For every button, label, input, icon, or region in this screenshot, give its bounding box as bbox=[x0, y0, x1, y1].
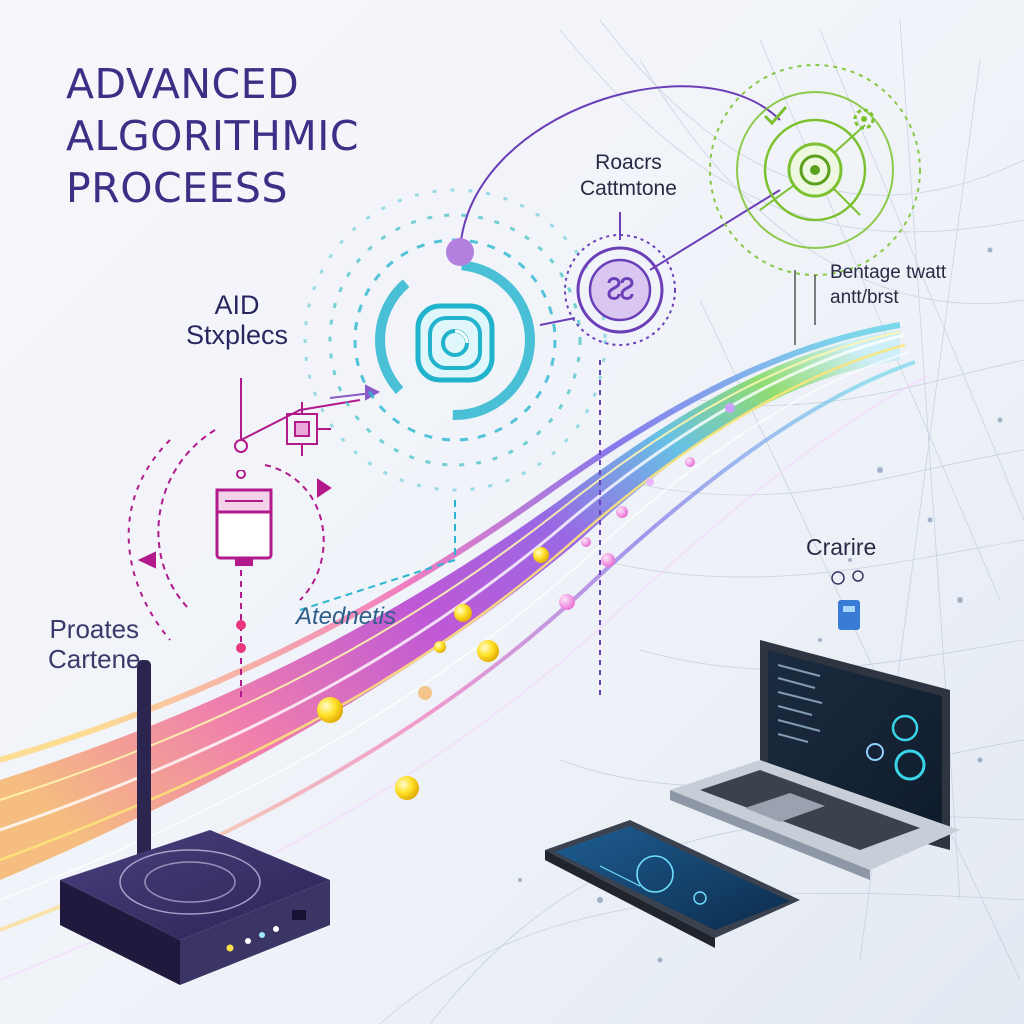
purple-links bbox=[446, 85, 781, 700]
bentage-label-line-1: Bentage twatt bbox=[830, 262, 947, 283]
proates-label-line-2: Cartene bbox=[48, 644, 141, 674]
laptop bbox=[670, 640, 960, 880]
title-line-2: ALGORITHMIC bbox=[66, 112, 359, 160]
roacrs-label-line-2: Cattmtone bbox=[580, 177, 677, 200]
atednetis-label: Atednetis bbox=[296, 603, 396, 631]
smartphone bbox=[545, 820, 800, 948]
crarire-label-text: Crarire bbox=[806, 534, 877, 560]
atednetis-label-text: Atednetis bbox=[296, 603, 397, 630]
wifi-router bbox=[60, 660, 330, 985]
bentage-label: Bentage twatt antt/brst bbox=[830, 260, 946, 310]
page-title: ADVANCED ALGORITHMIC PROCEESS bbox=[66, 58, 359, 214]
ss-node-icon bbox=[588, 258, 652, 322]
aid-connector bbox=[127, 378, 361, 700]
ssr-chip-icon bbox=[215, 470, 273, 566]
roacrs-label-line-1: Roacrs bbox=[595, 151, 662, 174]
crarire-label: Crarire bbox=[806, 534, 876, 561]
title-line-1: ADVANCED bbox=[66, 60, 300, 108]
green-gear-icon bbox=[853, 108, 875, 130]
node-cluster-icon bbox=[286, 402, 331, 456]
bentage-label-line-2: antt/brst bbox=[830, 287, 899, 308]
aid-label-line-2: Stxplecs bbox=[186, 320, 289, 350]
roacrs-label: Roacrs Cattmtone bbox=[580, 150, 677, 202]
proates-label: Proates Cartene bbox=[48, 614, 141, 674]
cyan-spiral-icon bbox=[415, 303, 495, 383]
proates-label-line-1: Proates bbox=[49, 614, 140, 644]
green-check-icon bbox=[763, 106, 788, 126]
roacrs-node bbox=[564, 212, 676, 346]
title-line-3: PROCEESS bbox=[66, 164, 288, 212]
crarire-ornament bbox=[831, 570, 864, 630]
aid-label: AID Stxplecs bbox=[186, 290, 288, 350]
stream-particles bbox=[317, 403, 735, 800]
aid-label-line-1: AID bbox=[214, 290, 260, 320]
green-target-icon bbox=[787, 142, 843, 198]
